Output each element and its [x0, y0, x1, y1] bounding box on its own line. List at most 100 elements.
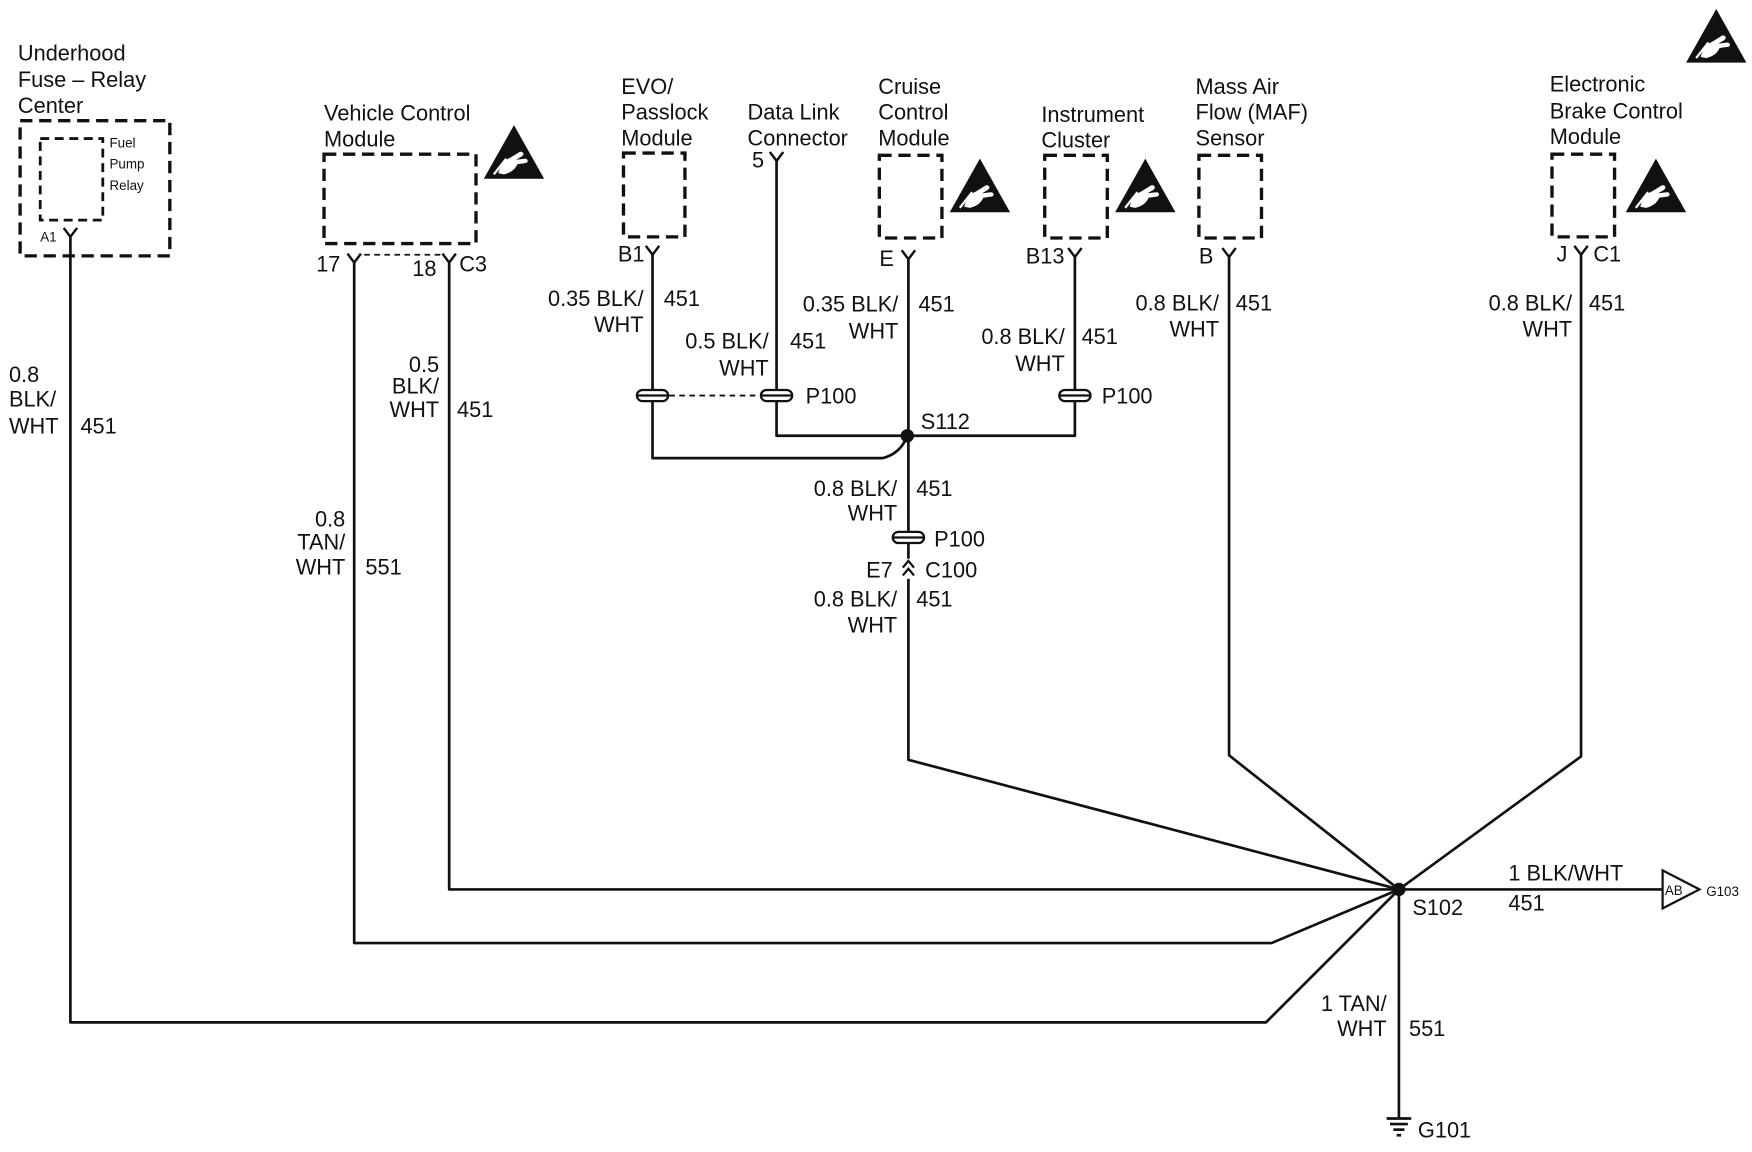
connector-label: P100 — [806, 383, 857, 408]
connector-label: C1 — [1593, 241, 1621, 266]
component-label: Brake Control — [1550, 98, 1683, 123]
inline-connector-icon — [891, 530, 926, 545]
wire-label-vcm-pin-18: 0.5 BLK/ WHT 451 — [390, 352, 494, 422]
circuit-number: 451 — [918, 292, 954, 317]
wire-label-maf-sensor: 0.8 BLK/ WHT 451 — [1136, 291, 1273, 342]
wire-label-data-link: 0.5 BLK/ WHT 451 — [685, 329, 826, 381]
wire-vcm-pin-18 — [447, 261, 1401, 891]
wire-label-s102-to-g103: 1 BLK/WHT 451 — [1508, 860, 1623, 915]
wire-label-fuse-relay-center: 0.8 BLK/ WHT 451 — [9, 362, 117, 438]
mass-air-flow-sensor: Mass Air Flow (MAF) Sensor B — [1196, 74, 1308, 269]
splice-label: S112 — [921, 409, 970, 434]
c100-connector-icon — [899, 558, 918, 579]
wire-color: WHT — [594, 312, 644, 337]
pin-fork-icon — [900, 249, 917, 262]
circuit-number: 551 — [1409, 1016, 1445, 1041]
wire-gauge-color: 1 TAN/ — [1321, 991, 1388, 1016]
pin-fork-icon — [644, 245, 661, 257]
circuit-number: 451 — [790, 329, 826, 354]
pin-fork-icon — [62, 227, 79, 239]
circuit-number: 451 — [80, 414, 116, 439]
component-label: Sensor — [1196, 125, 1265, 150]
wire-gauge-color: 0.8 BLK/ — [814, 587, 898, 612]
component-label: EVO/ — [621, 74, 674, 99]
component-label: Control — [878, 100, 948, 125]
inline-connector-icon — [1058, 388, 1092, 403]
circuit-number: 451 — [1236, 291, 1272, 316]
ground-label: G101 — [1418, 1117, 1471, 1142]
circuit-number: 451 — [1082, 324, 1118, 349]
wire-label-cruise-control: 0.35 BLK/ WHT 451 — [803, 292, 955, 344]
wire-data-link — [775, 159, 909, 438]
relay-label: Fuel — [110, 135, 136, 150]
component-outline — [1197, 153, 1264, 240]
wire-gauge: 0.8 — [315, 506, 345, 531]
component-label: Module — [1550, 124, 1621, 149]
wire-color: WHT — [719, 355, 769, 380]
component-outline — [1550, 152, 1617, 239]
inline-connector-icon — [635, 388, 670, 403]
wire-cruise-control — [907, 257, 1401, 891]
component-label: Electronic — [1550, 72, 1646, 97]
component-label: Center — [18, 93, 83, 118]
inline-connector-icon — [759, 388, 794, 403]
wire-color: BLK/ — [9, 387, 57, 412]
wire-color: WHT — [849, 319, 899, 344]
wire-gauge-color: 0.35 BLK/ — [548, 286, 645, 311]
wire-color: WHT — [296, 554, 346, 579]
page-reference-label: AB — [1665, 883, 1683, 898]
wire-gauge: 0.8 — [9, 362, 39, 387]
pin-label: B13 — [1026, 244, 1065, 269]
wire-gauge-color: 1 BLK/WHT — [1508, 860, 1623, 885]
wire-color: TAN/ — [297, 530, 346, 555]
wire-fuse-relay-center — [69, 235, 1401, 1024]
connector-label: P100 — [1102, 383, 1153, 408]
wire-label-ebcm: 0.8 BLK/ WHT 451 — [1489, 291, 1626, 342]
instrument-cluster: Instrument Cluster B13 — [1026, 102, 1177, 269]
component-label: Module — [878, 125, 949, 150]
pin-label: E — [879, 246, 894, 271]
wire-label-s112-to-p100: 0.8 BLK/ WHT 451 — [814, 476, 953, 526]
wire-label-instrument-cluster: 0.8 BLK/ WHT 451 — [981, 324, 1118, 376]
ground-icon — [1386, 1117, 1412, 1137]
circuit-number: 451 — [664, 286, 700, 311]
wire-vcm-pin-17 — [352, 261, 1401, 945]
pin-fork-icon — [1573, 245, 1589, 257]
wire-gauge-color: 0.8 BLK/ — [981, 324, 1065, 349]
wire-color: WHT — [1015, 351, 1065, 376]
wire-label-evo-passlock: 0.35 BLK/ WHT 451 — [548, 286, 700, 337]
wire-label-c100-to-s102: 0.8 BLK/ WHT 451 — [814, 587, 953, 638]
relay-label: Pump — [110, 157, 145, 172]
wire-label-vcm-pin-17: 0.8 TAN/ WHT 551 — [296, 506, 402, 579]
circuit-number: 451 — [916, 587, 952, 612]
component-outline — [322, 152, 478, 246]
evo-passlock-module: EVO/ Passlock Module B1 — [618, 74, 709, 267]
wire-gauge-color: 0.35 BLK/ — [803, 292, 900, 317]
pin-fork-icon — [441, 252, 457, 265]
circuit-number: 451 — [1508, 891, 1544, 916]
ground-reference-arrow: AB — [1661, 868, 1702, 911]
component-label: Module — [621, 125, 692, 150]
wire-ebcm — [1397, 253, 1583, 891]
wire-color: WHT — [848, 612, 898, 637]
connector-label: P100 — [934, 526, 985, 551]
component-label: Passlock — [621, 100, 708, 125]
wire-gauge-color: 0.8 BLK/ — [814, 476, 898, 501]
component-label: Cruise — [878, 74, 941, 99]
component-label: Flow (MAF) — [1196, 100, 1308, 125]
fuel-pump-relay-outline — [38, 137, 105, 222]
component-label: Data Link — [748, 100, 840, 125]
pin-fork-icon — [1067, 247, 1083, 260]
data-link-connector: Data Link Connector 5 — [748, 100, 848, 173]
wire-gauge: 0.5 — [409, 352, 439, 377]
component-label: Vehicle Control — [324, 101, 470, 126]
pin-label: B1 — [618, 241, 645, 266]
wire-gauge-color: 0.8 BLK/ — [1489, 291, 1573, 316]
component-outline — [1043, 153, 1109, 240]
wire-color: WHT — [1337, 1016, 1387, 1041]
component-label: Mass Air — [1196, 74, 1279, 99]
wire-color: BLK/ — [392, 373, 440, 398]
pin-label: A1 — [40, 229, 56, 244]
connector-pin-label: E7 — [866, 558, 893, 583]
